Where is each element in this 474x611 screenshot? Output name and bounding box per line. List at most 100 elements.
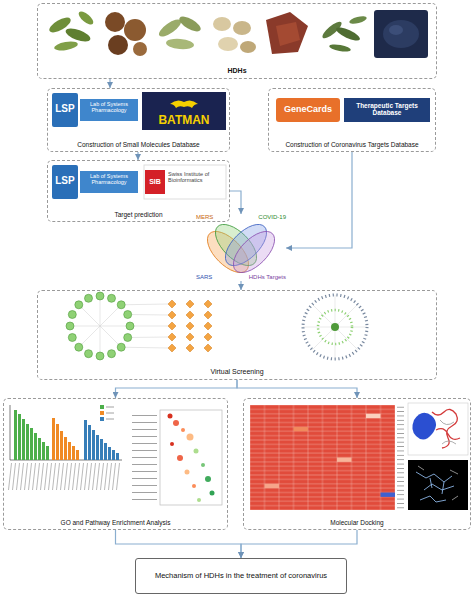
illustration-part bbox=[233, 21, 251, 35]
illustration-part bbox=[194, 449, 199, 454]
illustration-part bbox=[8, 463, 120, 490]
illustration-part bbox=[145, 170, 165, 194]
flow-arrow bbox=[286, 152, 352, 248]
illustration-part bbox=[14, 410, 49, 460]
flow-arrow bbox=[230, 191, 241, 214]
illustration-part bbox=[192, 484, 196, 488]
logo-text: SIB bbox=[145, 178, 165, 186]
illustration-part bbox=[294, 427, 309, 431]
logo-text-slot: BATMAN bbox=[142, 114, 226, 127]
illustration-part bbox=[177, 455, 183, 461]
illustration-part bbox=[432, 409, 460, 448]
illustration-part bbox=[68, 334, 76, 342]
illustration-part bbox=[117, 343, 125, 351]
illustration-part bbox=[168, 300, 212, 352]
illustration-part bbox=[66, 292, 134, 360]
flow-arrow bbox=[237, 380, 357, 398]
sib-logo bbox=[144, 165, 226, 199]
illustration-part bbox=[105, 12, 125, 32]
illustration-part bbox=[381, 493, 396, 497]
illustration-part bbox=[185, 470, 190, 475]
logo-text: BATMAN bbox=[142, 114, 226, 127]
set-label: MERS bbox=[196, 214, 213, 221]
illustration-part bbox=[276, 22, 300, 46]
flow-arrow bbox=[116, 530, 242, 558]
flow-arrow bbox=[109, 79, 110, 88]
illustration-part bbox=[100, 417, 104, 421]
illustration-part bbox=[106, 407, 114, 419]
step-title: Construction of Coronavirus Targets Data… bbox=[285, 141, 418, 148]
illustration-part bbox=[84, 420, 119, 460]
herb-photos bbox=[47, 9, 428, 58]
illustration-part bbox=[53, 40, 78, 52]
go-dot-plot bbox=[128, 410, 222, 505]
illustration-part bbox=[144, 165, 226, 199]
illustration-part bbox=[108, 35, 128, 55]
logo-text: LSP bbox=[52, 175, 78, 186]
logo-text-slot: Lab of Systems Pharmacology bbox=[81, 101, 137, 113]
illustration-part bbox=[201, 463, 205, 467]
illustration-part bbox=[124, 19, 146, 41]
logo-text-slot: SIB bbox=[145, 178, 165, 186]
illustration-part bbox=[408, 460, 468, 510]
illustration-part bbox=[197, 498, 201, 502]
illustration-part bbox=[66, 322, 74, 330]
illustration-part bbox=[344, 98, 430, 122]
illustration-part bbox=[318, 310, 352, 344]
illustration-part bbox=[52, 93, 78, 127]
flow-arrow bbox=[241, 530, 357, 558]
step-title: Mechanism of HDHs in the treatment of co… bbox=[155, 572, 327, 581]
herb-photo bbox=[320, 15, 367, 53]
step-panel: Molecular Docking bbox=[243, 398, 471, 530]
logo-text: Therapeutic Targets Database bbox=[346, 102, 428, 116]
step-title: Virtual Screening bbox=[210, 368, 263, 376]
illustration-part bbox=[210, 491, 215, 496]
illustration-part bbox=[126, 322, 134, 330]
target-network bbox=[303, 295, 367, 359]
step-panel: Construction of Coronavirus Targets Data… bbox=[268, 88, 436, 152]
ligand-binding-view bbox=[408, 460, 468, 510]
illustration-part bbox=[142, 92, 226, 130]
illustration-part bbox=[240, 41, 256, 53]
illustration-part bbox=[181, 428, 185, 432]
illustration-part bbox=[77, 9, 96, 27]
flow-arrow bbox=[240, 281, 241, 290]
illustration-part bbox=[85, 350, 93, 358]
illustration-part bbox=[108, 294, 116, 302]
step-panel: Virtual Screening bbox=[37, 290, 437, 380]
venn-ellipses bbox=[200, 217, 281, 279]
herb-photo bbox=[156, 14, 202, 51]
illustration-part bbox=[337, 458, 352, 462]
set-label: HDHs Targets bbox=[249, 274, 286, 281]
step-title: Molecular Docking bbox=[330, 519, 383, 526]
compound-network bbox=[66, 292, 212, 360]
illustration-part bbox=[108, 350, 116, 358]
logo-text-slot: LSP bbox=[52, 175, 78, 186]
illustration-part bbox=[440, 420, 456, 444]
illustration-part bbox=[213, 17, 231, 31]
illustration-part bbox=[331, 323, 339, 331]
illustration-part bbox=[10, 405, 122, 460]
illustration-part bbox=[418, 466, 458, 500]
illustration-part bbox=[124, 311, 132, 319]
illustration-part bbox=[335, 25, 362, 43]
illustration-part bbox=[416, 472, 454, 502]
illustration-part bbox=[52, 418, 79, 460]
illustration-part bbox=[187, 434, 194, 441]
illustration-part bbox=[329, 43, 352, 53]
illustration-part bbox=[96, 352, 104, 360]
illustration-part bbox=[374, 10, 428, 58]
illustration-part bbox=[128, 412, 158, 502]
illustration-part bbox=[75, 301, 83, 309]
flow-arrow bbox=[137, 152, 138, 160]
illustration-part bbox=[383, 20, 419, 48]
batman-logo bbox=[142, 92, 226, 130]
step-title: Construction of Small Molecules Database bbox=[77, 141, 199, 148]
illustration-part bbox=[68, 311, 76, 319]
step-panel: HDHs bbox=[37, 3, 437, 79]
protein-structure bbox=[408, 403, 468, 455]
illustration-part bbox=[100, 411, 104, 415]
illustration-part bbox=[80, 99, 138, 121]
